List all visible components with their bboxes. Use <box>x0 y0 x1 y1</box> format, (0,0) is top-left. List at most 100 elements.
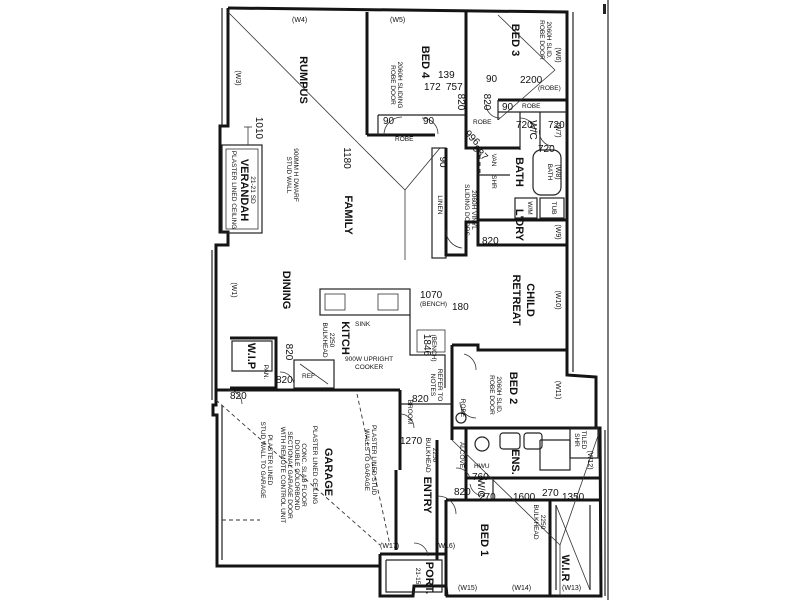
dim-1070: 1070 <box>420 290 443 301</box>
room-label-laundry: L'DRY <box>513 209 525 242</box>
dim-820-laundry: 820 <box>482 236 499 247</box>
note-bulkhead-bed1-b: BULKHEAD <box>532 504 539 539</box>
note-plaster-stud-b: WALLS TO GARAGE <box>363 429 370 492</box>
room-label-bed3: BED 3 <box>509 24 521 56</box>
window-tag-w13: (W13) <box>562 585 581 592</box>
notes: 2060H SLIDING ROBE DOOR 2060H SLID. ROBE… <box>259 20 587 540</box>
note-sliding-door-bed3: 2060H SLID. <box>545 21 552 58</box>
window-tag-w5: (W5) <box>390 17 405 24</box>
dim-139: 139 <box>438 70 455 81</box>
note-dwarf-wall: 900MM H DWARF <box>292 148 299 202</box>
note-vinyl-door-b: SLIDING DOORS <box>463 184 470 236</box>
room-label-wip: W.I.P <box>245 343 257 369</box>
room-label-wc-lower: W/C <box>475 478 486 497</box>
note-robe-bed3-b: (ROBE) <box>538 85 561 92</box>
room-label-bed1: BED 1 <box>478 524 490 556</box>
note-shower: SHR <box>490 175 497 189</box>
dim-2200: 2200 <box>520 75 543 86</box>
note-sliding-door-bed2-b: ROBE DOOR <box>488 375 495 415</box>
note-bulkhead-entry: 2250 <box>431 448 438 463</box>
window-tag-w7: (W7) <box>554 122 561 137</box>
interior-walls <box>217 12 600 596</box>
dim-820-wc: 820 <box>455 94 466 111</box>
window-tag-w8: (W8) <box>554 164 561 179</box>
window-tag-w10: (W10) <box>554 290 561 309</box>
scan-mark <box>603 4 606 14</box>
dim-270-a: 270 <box>479 492 496 503</box>
dim-90-robe: 90 <box>502 102 514 113</box>
window-tag-w12: (W12) <box>586 450 593 469</box>
note-robe-bed2: ROBE <box>459 399 466 418</box>
window-tag-w14: (W14) <box>512 585 531 592</box>
dim-1270: 1270 <box>400 436 423 447</box>
dim-1180: 1180 <box>341 147 352 169</box>
room-label-entry: ENTRY <box>421 477 433 515</box>
room-label-kitchen: KITCH <box>339 321 351 355</box>
note-wm: W/M <box>526 201 533 214</box>
verandah-ceiling-note: PLASTER LINED CEILING <box>230 151 237 229</box>
room-label-ens: ENS. <box>509 449 521 475</box>
note-garage-stud: PLASTER LINED <box>266 435 273 486</box>
note-robe-bed4: ROBE <box>395 136 414 143</box>
room-label-dining: DINING <box>280 271 292 310</box>
note-tub: TUB <box>550 202 557 215</box>
note-cooker-b: COOKER <box>355 364 383 371</box>
note-robe-bed3: ROBE <box>522 103 541 110</box>
note-refer-b: NOTES <box>429 374 436 397</box>
note-sliding-door-bed4-b: ROBE DOOR <box>389 65 396 105</box>
window-tag-w9: (W9) <box>554 224 561 239</box>
room-label-bed4: BED 4 <box>419 46 431 79</box>
note-bench-kitchen: (BENCH) <box>430 334 437 361</box>
room-labels: RUMPUS BED 4 BED 3 FAMILY DINING KITCH C… <box>245 24 571 594</box>
note-tiled-b: SHR <box>573 433 580 447</box>
note-plaster-stud: PLASTER LINED STUD <box>370 425 377 495</box>
note-bath-tub: BATH <box>546 164 553 181</box>
room-label-linen: LINEN <box>436 195 443 214</box>
room-label-bed2: BED 2 <box>507 372 519 404</box>
door-swings <box>227 103 555 557</box>
dim-180: 180 <box>452 302 469 313</box>
note-garage-ceiling: PLASTER LINED CEILING <box>311 426 318 504</box>
note-sink: SINK <box>355 321 371 328</box>
window-tag-w16: (W16) <box>436 543 455 550</box>
dim-1350: 1350 <box>562 492 585 503</box>
dim-90-bed3: 90 <box>486 74 498 85</box>
dim-720-wc: 720 <box>516 120 533 131</box>
dim-820-pantry: 820 <box>276 375 293 386</box>
note-tiled: TILED <box>580 431 587 450</box>
note-sliding-door-bed3-b: ROBE DOOR <box>538 20 545 60</box>
room-label-rumpus: RUMPUS <box>297 56 309 104</box>
verandah-dim: 21-21 SD <box>249 176 256 204</box>
note-refer: REFER TO <box>436 369 443 402</box>
note-fridge: REF <box>302 373 315 380</box>
note-bulkhead-bed1: 2250 <box>539 515 546 530</box>
outer-walls <box>211 6 606 598</box>
note-alcove: ALCOVE <box>458 442 465 469</box>
note-bulkhead-kitchen: 2250 <box>328 333 335 348</box>
room-label-child: CHILD <box>524 283 536 317</box>
verandah: VERANDAH 21-21 SD PLASTER LINED CEILING … <box>221 117 264 234</box>
verandah-label: VERANDAH <box>238 159 250 221</box>
note-cooker: 900W UPRIGHT <box>345 356 393 363</box>
note-dwarf-wall-b: STUD WALL <box>285 157 292 194</box>
note-bench: (BENCH) <box>420 301 447 308</box>
dim-820-garage: 820 <box>230 391 247 402</box>
dim-90-linen: 90 <box>437 156 448 168</box>
note-robe-wc: ROBE <box>473 119 492 126</box>
window-tag-w1: (W1) <box>230 282 237 297</box>
note-sliding-door-bed2: 2060H SLID. <box>495 376 502 413</box>
dim-820-wip: 820 <box>283 344 294 361</box>
dim-820-wc-b: 820 <box>481 94 492 111</box>
room-label-bath: BATH <box>513 157 525 187</box>
window-tag-w4: (W4) <box>292 17 307 24</box>
note-bulkhead-entry-b: BULKHEAD <box>424 437 431 472</box>
room-label-family: FAMILY <box>342 195 354 235</box>
dim-720-bath: 720 <box>538 144 555 155</box>
dim-90-bed4-b: 90 <box>423 116 435 127</box>
room-label-garage: GARAGE <box>322 448 334 496</box>
dim-1010: 1010 <box>253 117 264 140</box>
note-garage-door-b: SECTIONAL GARAGE DOOR <box>286 431 293 519</box>
dim-757: 757 <box>446 82 463 93</box>
window-tags: (W4) (W5) (W3) (W6) (W7) (W8) (W9) (W1) … <box>230 17 593 592</box>
